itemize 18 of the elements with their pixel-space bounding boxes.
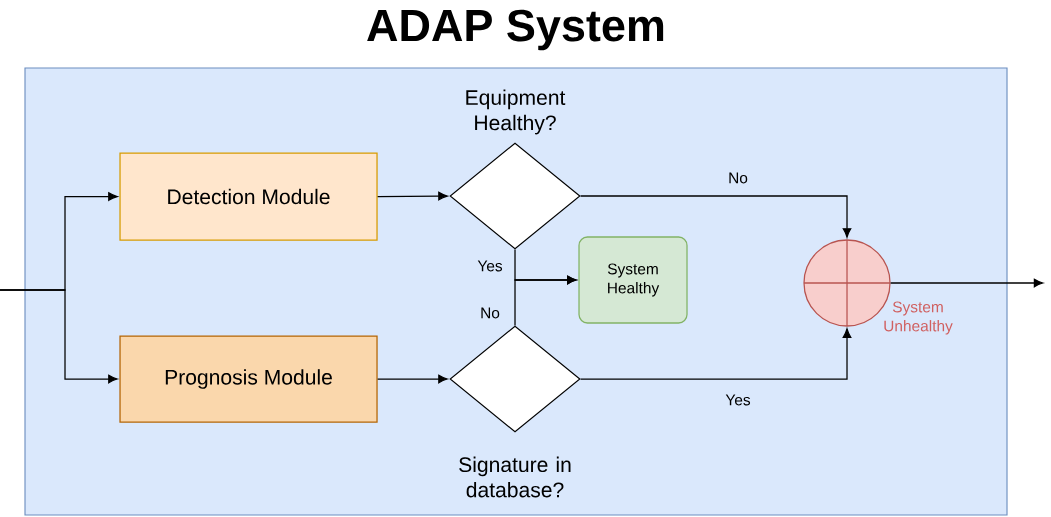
arrow: [890, 278, 1044, 288]
status-label: System Unhealthy: [884, 301, 953, 335]
arrow: [377, 374, 448, 384]
process-box: Detection Module: [119, 152, 378, 241]
arrow: [377, 191, 448, 201]
edge-label: Yes: [725, 394, 751, 406]
edge-label: No: [481, 307, 500, 319]
arrow: [0, 289, 118, 384]
edge-label: Yes: [477, 260, 503, 272]
arrow: [514, 275, 577, 327]
edge-label: No: [729, 172, 748, 184]
title: ADAP System: [367, 9, 664, 51]
arrow: [579, 328, 852, 380]
process-box: Prognosis Module: [119, 335, 378, 423]
arrow: [579, 195, 852, 238]
decision-label: Equipment Healthy?: [466, 89, 566, 135]
decision-label: Signature in database?: [459, 456, 571, 498]
status-box: System Healthy: [578, 236, 688, 324]
